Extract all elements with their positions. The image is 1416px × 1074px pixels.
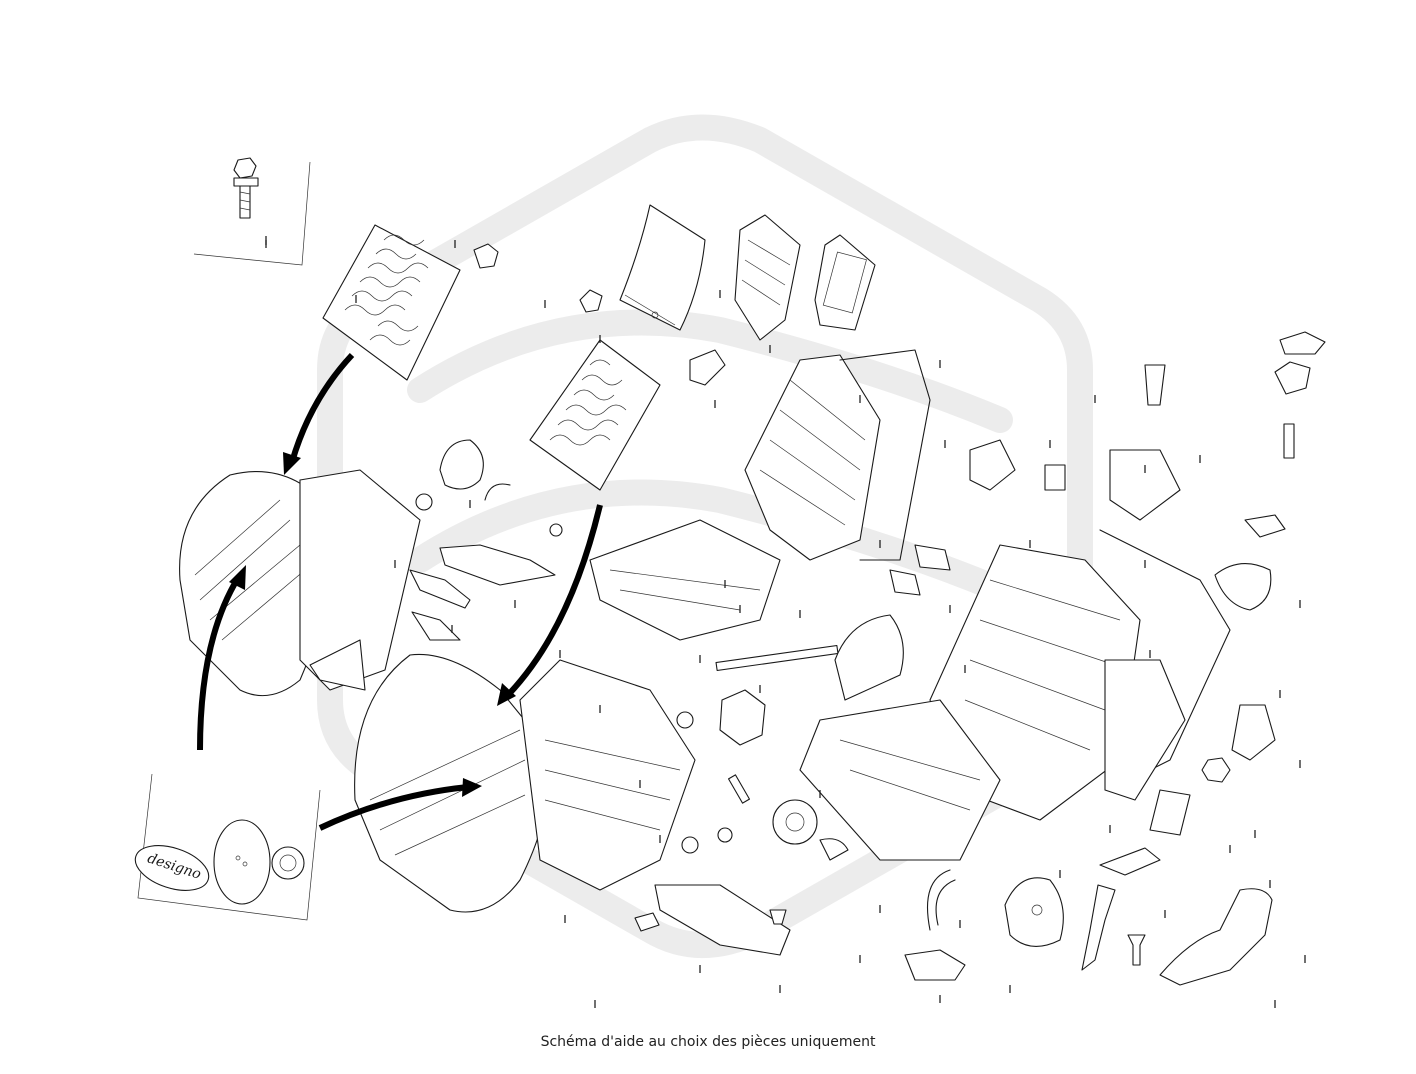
backrest-panel-b[interactable] [814,234,876,331]
backrest-panel-a[interactable] [734,214,801,341]
clip-hook[interactable] [415,483,511,511]
rail-bar[interactable] [715,644,839,672]
designo-badge-inset[interactable]: designo [130,773,321,921]
seat-cover-left[interactable] [179,469,421,697]
screw-inset-box[interactable] [193,157,311,266]
seat-frame-bracket[interactable] [409,544,556,641]
handle-lever[interactable] [1081,847,1161,971]
small-fasteners[interactable] [549,523,849,925]
foam-pad-top[interactable] [322,224,499,381]
hex-cap[interactable] [719,689,766,746]
seat-frame-lower[interactable] [799,529,1231,861]
side-trim-panel[interactable] [834,614,904,701]
seat-frame-upper[interactable] [589,349,931,641]
gear-wheel[interactable] [772,799,818,845]
diagram-caption: Schéma d'aide au choix des pièces unique… [540,1034,876,1050]
badge-icon: designo [134,845,210,891]
clip-c[interactable] [904,869,966,981]
seat-side-cover[interactable] [1159,888,1273,986]
right-parts-column[interactable] [1104,331,1326,836]
screw-icon [233,157,259,219]
foam-pad-center[interactable] [529,339,661,491]
push-pin[interactable] [1127,934,1146,966]
lower-bracket[interactable] [634,884,791,956]
seat-cushion-center[interactable] [354,653,696,913]
reference-marks [265,240,1306,1008]
bracket-cluster-mid[interactable] [689,349,1066,596]
seat-back-pad[interactable] [579,204,706,331]
mount-cap[interactable] [439,439,484,490]
round-plate[interactable] [1004,877,1064,947]
assembly-arrows [197,352,603,831]
